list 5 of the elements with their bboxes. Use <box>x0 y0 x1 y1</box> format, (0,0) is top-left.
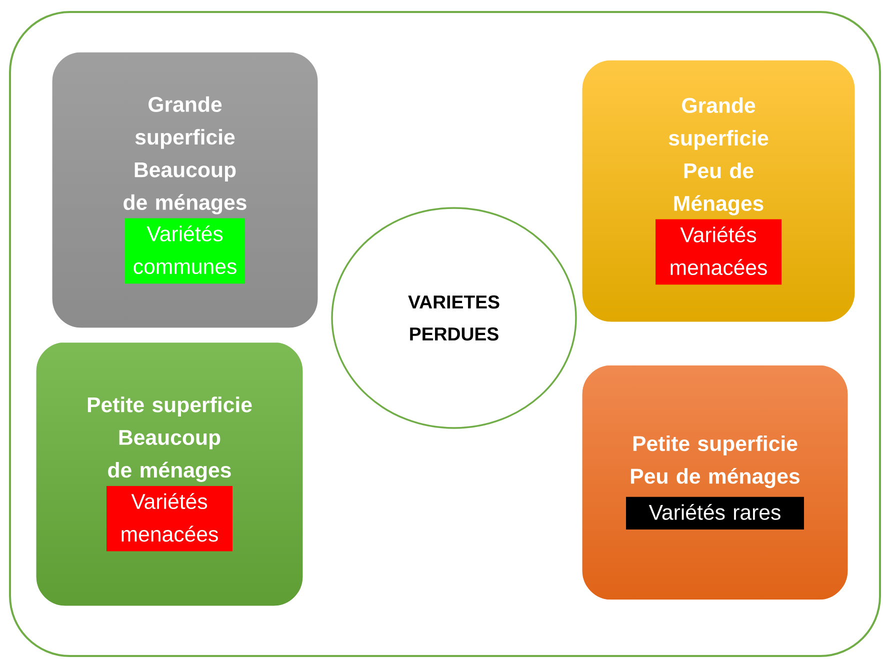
rounded-box: Petite superficie Peu de ménages Variétés rares <box>582 364 848 600</box>
rounded-box: Grande superficie Beaucoup de ménages Variétés communes <box>52 52 318 328</box>
frame <box>9 10 881 657</box>
rounded-box: Petite superficie Beaucoup de ménages Variétés menacées <box>36 342 304 606</box>
rounded-box: Grande superficie Peu de Ménages Variétés menacées <box>582 60 856 322</box>
